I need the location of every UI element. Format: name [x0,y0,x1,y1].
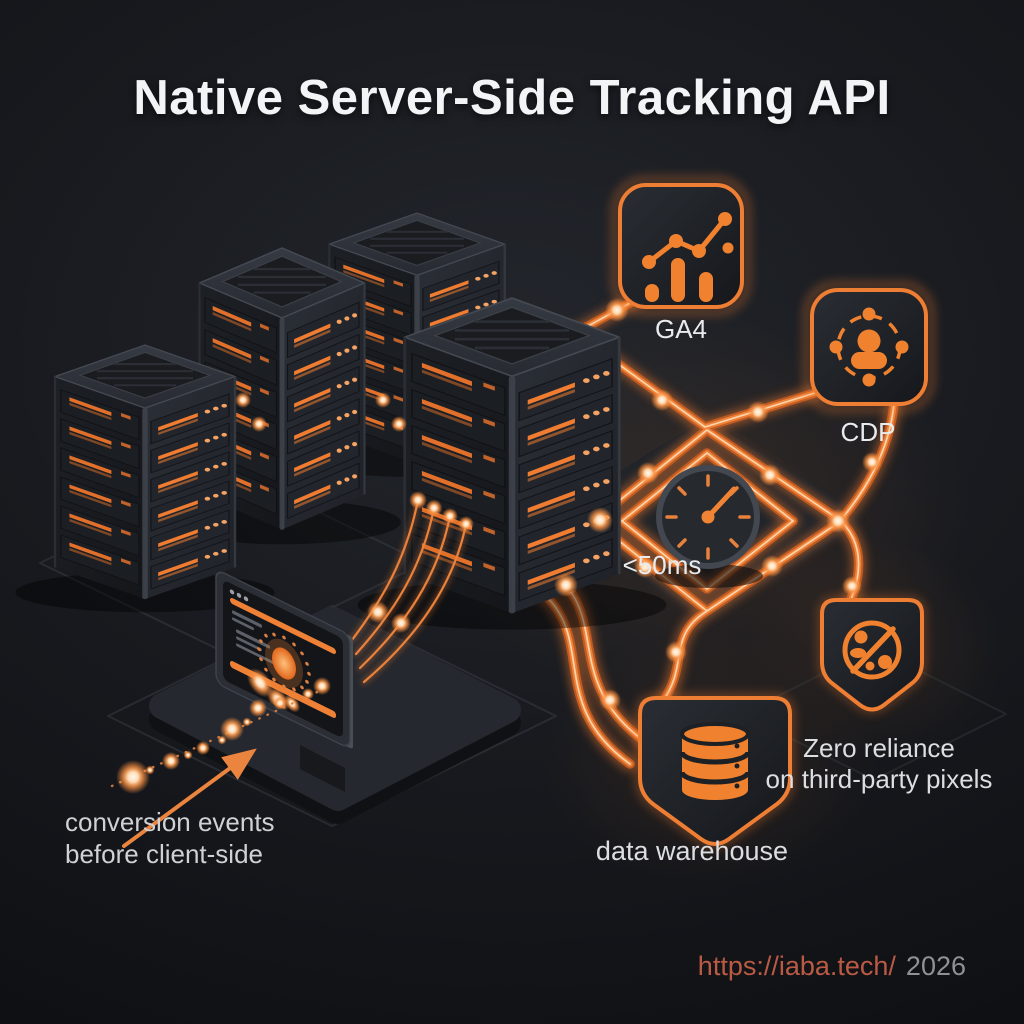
server-racks [15,213,666,630]
cdp-label: CDP [840,417,896,447]
conversion-label-line1: conversion events [65,807,275,837]
footer-url: https://iaba.tech/ [697,951,896,981]
conversion-trail [110,677,331,848]
ga4-label: GA4 [654,314,708,344]
cdp-badge [803,281,935,413]
no-pixels-label: Zero reliance on third-party pixels [759,733,999,795]
footer-year: 2026 [905,951,966,981]
latency-gauge [655,465,763,588]
no-pixels-badge [822,600,922,710]
page-title: Native Server-Side Tracking API [133,71,891,125]
conversion-events-label: conversion events before client-side [65,806,275,870]
database-shield-icon [679,722,751,800]
no-tracking-pixels-icon [842,620,902,680]
audience-network-icon [829,307,909,387]
no-pixels-label-line1: Zero reliance [803,733,955,763]
analytics-chart-icon [642,212,734,302]
browser-window [229,589,336,718]
laptop [149,497,521,824]
server-rack [15,345,274,612]
warehouse-badge [640,698,790,844]
data-packet-dots [235,298,882,711]
warehouse-label: data warehouse [595,836,789,866]
no-pixels-label-line2: on third-party pixels [765,764,993,794]
conversion-arrow [122,748,257,848]
laptop-connection-lines [349,497,469,685]
conversion-label-line2: before client-side [65,839,263,869]
latency-label: <50ms [622,550,702,580]
ga4-badge [611,176,751,316]
laptop-screen [215,571,353,749]
footer: https://iaba.tech/2026 [698,951,966,982]
event-cluster-icon [257,632,311,692]
address-bar [230,598,336,654]
